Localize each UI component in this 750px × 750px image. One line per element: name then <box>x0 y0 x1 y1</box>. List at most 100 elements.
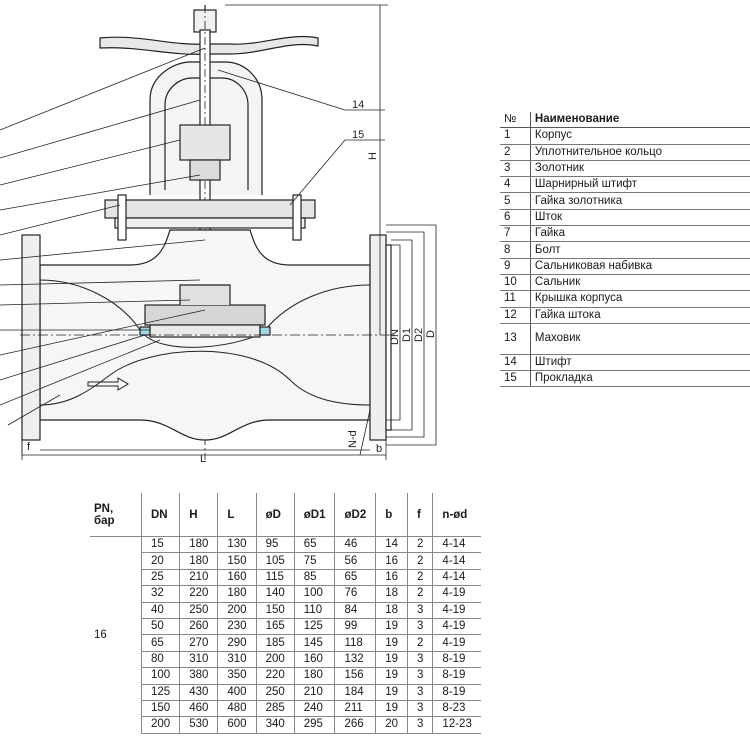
spec-cell: 76 <box>334 585 376 603</box>
spec-cell: 95 <box>255 536 295 554</box>
spec-cell: 4-19 <box>432 585 481 603</box>
spec-col-header: f <box>407 493 433 537</box>
dim-D: D <box>425 330 437 338</box>
spec-cell: 480 <box>217 700 257 718</box>
spec-cell: 200 <box>255 651 295 669</box>
part-name: Прокладка <box>530 370 750 388</box>
spec-col-header: øD1 <box>293 493 335 537</box>
spec-cell: 118 <box>334 634 376 652</box>
spec-cell: 84 <box>334 602 376 619</box>
spec-cell: 210 <box>179 569 218 587</box>
spec-cell: 32 <box>140 585 180 603</box>
spec-cell: 150 <box>255 602 295 619</box>
part-number: 1 <box>500 127 531 145</box>
flow-arrow <box>87 377 129 391</box>
spec-cell: 211 <box>334 700 376 718</box>
pn-header: PN, бар <box>90 493 142 537</box>
spec-cell: 14 <box>375 536 408 554</box>
spec-cell: 4-19 <box>432 634 481 652</box>
dim-L: L <box>200 453 206 465</box>
spec-col-header: n-ød <box>432 493 481 537</box>
dim-b: b <box>376 443 382 455</box>
callout-14: 14 <box>352 99 364 111</box>
part-number: 6 <box>500 209 531 227</box>
spec-cell: 19 <box>375 651 408 669</box>
part-number: 11 <box>500 290 531 308</box>
spec-cell: 3 <box>407 716 433 734</box>
spec-cell: 110 <box>293 602 335 619</box>
spec-cell: 340 <box>255 716 295 734</box>
spec-cell: 125 <box>140 684 180 701</box>
spec-cell: 260 <box>179 618 218 636</box>
spec-col-header: L <box>217 493 257 537</box>
spec-cell: 56 <box>334 552 376 570</box>
spec-cell: 270 <box>179 634 218 652</box>
part-number: 12 <box>500 307 531 324</box>
part-number: 7 <box>500 225 531 243</box>
callout-15: 15 <box>352 129 364 141</box>
dim-D1: D1 <box>401 328 413 342</box>
spec-cell: 210 <box>293 684 335 701</box>
spec-cell: 80 <box>140 651 180 669</box>
part-name: Болт <box>530 241 750 259</box>
spec-cell: 8-19 <box>432 651 481 669</box>
spec-cell: 25 <box>140 569 180 587</box>
spec-cell: 145 <box>293 634 335 652</box>
spec-cell: 130 <box>217 536 257 554</box>
spec-cell: 132 <box>334 651 376 669</box>
part-number: 15 <box>500 370 531 388</box>
spec-cell: 105 <box>255 552 295 570</box>
valve-drawing: 14 15 H L DN D1 D2 D N-d b f <box>0 4 437 465</box>
spec-cell: 4-14 <box>432 552 481 570</box>
spec-cell: 400 <box>217 684 257 701</box>
bonnet-flange <box>104 199 316 219</box>
part-number: 9 <box>500 258 531 275</box>
spec-cell: 115 <box>255 569 295 587</box>
spec-cell: 285 <box>255 700 295 718</box>
part-number: 10 <box>500 274 531 292</box>
spec-cell: 75 <box>293 552 335 570</box>
part-name: Штифт <box>530 354 750 372</box>
leader-lines <box>0 47 385 426</box>
spec-cell: 290 <box>217 634 257 652</box>
part-name: Гайка <box>530 225 750 243</box>
right-flange <box>369 234 387 441</box>
dim-Nd: N-d <box>347 430 359 448</box>
part-name: Корпус <box>530 127 750 145</box>
part-number: 14 <box>500 354 531 372</box>
spec-cell: 380 <box>179 667 218 685</box>
spec-cell: 150 <box>140 700 180 718</box>
left-flange <box>21 234 41 441</box>
spec-cell: 15 <box>140 536 180 554</box>
spec-cell: 156 <box>334 667 376 685</box>
spec-cell: 3 <box>407 667 433 685</box>
spec-cell: 180 <box>179 536 218 554</box>
part-number: 3 <box>500 160 531 178</box>
part-name: Шток <box>530 209 750 227</box>
spec-cell: 40 <box>140 602 180 619</box>
spec-cell: 65 <box>140 634 180 652</box>
spec-cell: 18 <box>375 602 408 619</box>
part-number: 2 <box>500 144 531 161</box>
spec-cell: 150 <box>217 552 257 570</box>
dim-H: H <box>367 152 379 160</box>
spec-cell: 2 <box>407 585 433 603</box>
spec-cell: 310 <box>217 651 257 669</box>
spec-cell: 220 <box>255 667 295 685</box>
spec-cell: 8-19 <box>432 684 481 701</box>
spec-cell: 99 <box>334 618 376 636</box>
spec-cell: 100 <box>140 667 180 685</box>
spec-cell: 185 <box>255 634 295 652</box>
